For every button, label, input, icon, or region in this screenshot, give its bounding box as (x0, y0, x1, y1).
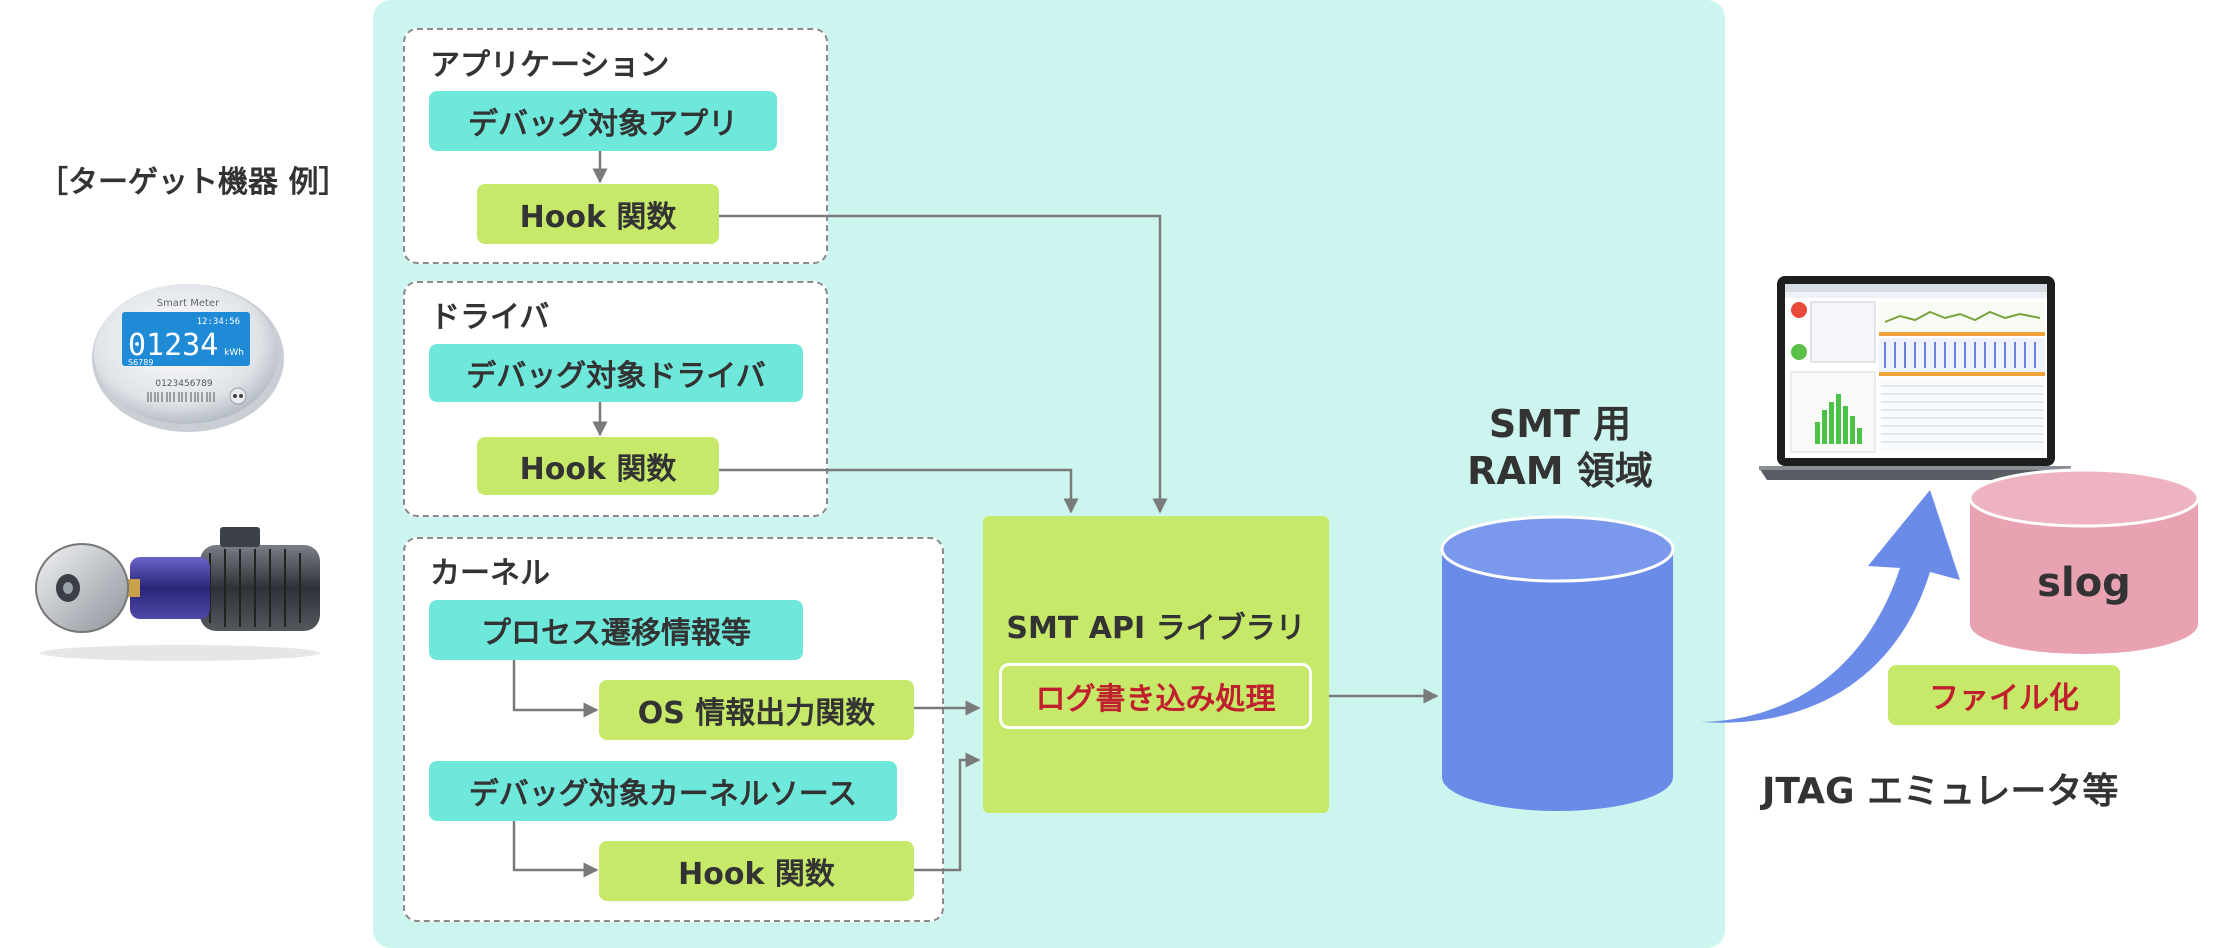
file-conversion-box: ファイル化 (1888, 665, 2120, 725)
smt-api-library-title: SMT API ライブラリ (1006, 611, 1306, 646)
smart-meter-image: Smart Meter 12:34:56 01234 kWh S6789 012… (92, 284, 284, 432)
debug-target-kernel-source-box: デバッグ対象カーネルソース (429, 761, 897, 821)
driver-hook-function-box: Hook 関数 (477, 437, 719, 495)
driver-group-title: ドライバ (430, 300, 550, 335)
app-hook-function-box: Hook 関数 (477, 184, 719, 244)
debug-target-app-box: デバッグ対象アプリ (429, 91, 777, 151)
laptop-image (1759, 276, 2071, 480)
log-write-process-box: ログ書き込み処理 (999, 663, 1312, 729)
meter-serial: 0123456789 (155, 379, 213, 389)
application-group-title: アプリケーション (430, 48, 670, 83)
export-arrow (1700, 490, 1960, 723)
ram-label-line1: SMT 用 (1488, 401, 1632, 446)
kernel-group-title: カーネル (430, 556, 550, 591)
target-devices-label: ［ターゲット機器 例］ (38, 165, 349, 200)
ram-database-cylinder (1440, 515, 1675, 811)
meter-brand: Smart Meter (157, 298, 220, 309)
debug-target-driver-box: デバッグ対象ドライバ (429, 344, 803, 402)
electric-motor-image (35, 527, 320, 661)
process-transition-info-box: プロセス遷移情報等 (429, 600, 803, 660)
ram-label-line2: RAM 領域 (1467, 449, 1653, 493)
meter-unit: kWh (224, 348, 244, 358)
ram-area-label: SMT 用 RAM 領域 (1440, 398, 1680, 498)
jtag-emulator-label: JTAG エミュレータ等 (1762, 771, 2119, 812)
kernel-hook-function-box: Hook 関数 (599, 841, 914, 901)
os-info-output-function-box: OS 情報出力関数 (599, 680, 914, 740)
slog-label: slog (2037, 560, 2131, 606)
slog-file-cylinder (1968, 468, 2200, 654)
meter-reading: 01234 (128, 328, 218, 363)
meter-time: 12:34:56 (197, 317, 240, 327)
meter-sub: S6789 (128, 358, 153, 367)
